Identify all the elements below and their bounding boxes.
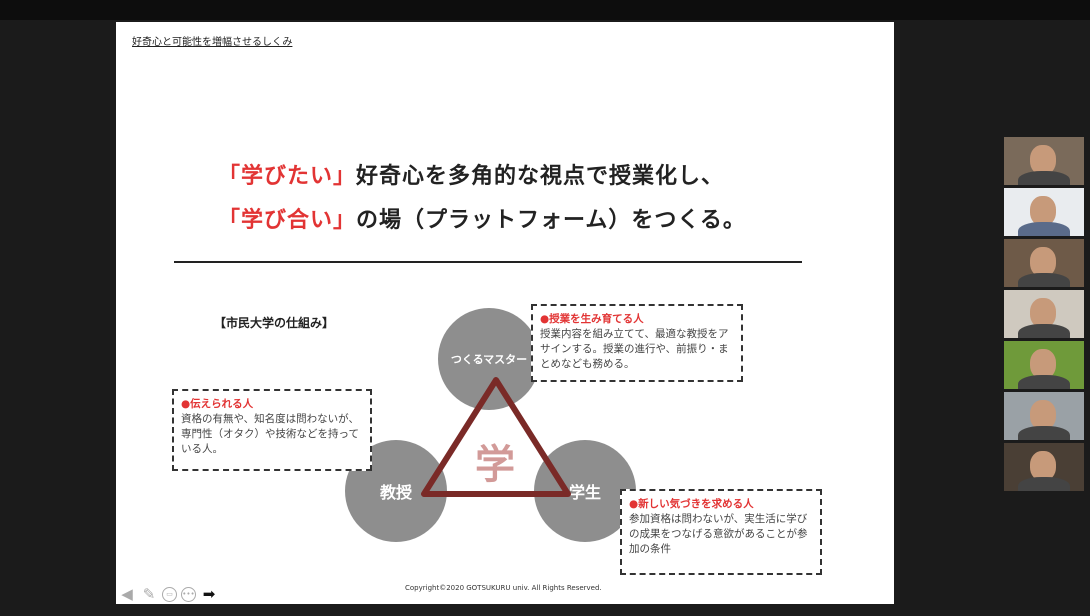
center-character: 学 [475, 442, 515, 488]
headline-2-accent: 「学び合い」 [218, 208, 357, 233]
participant-face [1030, 451, 1056, 481]
maker-label: つくるマスター [450, 353, 528, 366]
window-topbar [0, 0, 1090, 20]
participant-tile[interactable] [1004, 392, 1084, 440]
participant-tile[interactable] [1004, 341, 1084, 389]
participant-body [1018, 477, 1070, 491]
participant-face [1030, 196, 1056, 226]
presentation-slide: 好奇心と可能性を増幅させるしくみ 「学びたい」好奇心を多角的な視点で授業化し、 … [116, 22, 894, 604]
more-icon[interactable]: ••• [181, 586, 196, 602]
participant-tile[interactable] [1004, 188, 1084, 236]
headline-2-text: の場（プラットフォーム）をつくる。 [356, 208, 746, 233]
participant-video-strip [1004, 137, 1084, 494]
triangle-shape [421, 377, 571, 497]
headline-1-accent: 「学びたい」 [218, 164, 357, 189]
participant-tile[interactable] [1004, 239, 1084, 287]
arrow-left-icon[interactable]: ◀ [121, 585, 133, 603]
copyright-text: Copyright©2020 GOTSUKURU univ. All Right… [405, 584, 602, 592]
participant-tile[interactable] [1004, 443, 1084, 491]
slide-header: 好奇心と可能性を増幅させるしくみ [132, 37, 293, 48]
participant-body [1018, 222, 1070, 236]
participant-body [1018, 375, 1070, 389]
student-box-body: 参加資格は問わないが、実生活に学びの成果をつなげる意欲があることが参加の条件 [629, 513, 808, 555]
diagram-caption: 【市民大学の仕組み】 [214, 316, 335, 330]
student-description-box: ●新しい気づきを求める人 参加資格は問わないが、実生活に学びの成果をつなげる意欲… [620, 489, 822, 575]
maker-box-body: 授業内容を組み立てて、最適な教授をアサインする。授業の進行や、前振り・まとめなど… [540, 328, 729, 370]
participant-face [1030, 298, 1056, 328]
professor-box-body: 資格の有無や、知名度は問わないが、専門性（オタク）や技術などを持っている人。 [181, 413, 359, 455]
slide-nav-toolbar: ◀ ✎ ▭ ••• ➡ [118, 585, 218, 603]
participant-face [1030, 247, 1056, 277]
participant-face [1030, 145, 1056, 175]
participant-body [1018, 273, 1070, 287]
student-box-title: ●新しい気づきを求める人 [629, 498, 754, 510]
arrow-right-icon[interactable]: ➡ [202, 585, 216, 603]
chat-icon[interactable]: ▭ [162, 586, 177, 602]
headline-line-2: 「学び合い」の場（プラットフォーム）をつくる。 [218, 202, 746, 234]
student-label: 学生 [568, 483, 601, 502]
participant-body [1018, 171, 1070, 185]
participant-body [1018, 426, 1070, 440]
participant-body [1018, 324, 1070, 338]
participant-face [1030, 349, 1056, 379]
maker-box-title: ●授業を生み育てる人 [540, 313, 644, 325]
professor-box-title: ●伝えられる人 [181, 398, 254, 410]
participant-face [1030, 400, 1056, 430]
divider-rule [174, 261, 802, 263]
headline-line-1: 「学びたい」好奇心を多角的な視点で授業化し、 [218, 158, 724, 190]
professor-description-box: ●伝えられる人 資格の有無や、知名度は問わないが、専門性（オタク）や技術などを持… [172, 389, 372, 471]
pen-icon[interactable]: ✎ [142, 585, 156, 603]
headline-1-text: 好奇心を多角的な視点で授業化し、 [356, 164, 725, 189]
professor-label: 教授 [379, 483, 412, 502]
participant-tile[interactable] [1004, 137, 1084, 185]
maker-description-box: ●授業を生み育てる人 授業内容を組み立てて、最適な教授をアサインする。授業の進行… [531, 304, 743, 382]
participant-tile[interactable] [1004, 290, 1084, 338]
